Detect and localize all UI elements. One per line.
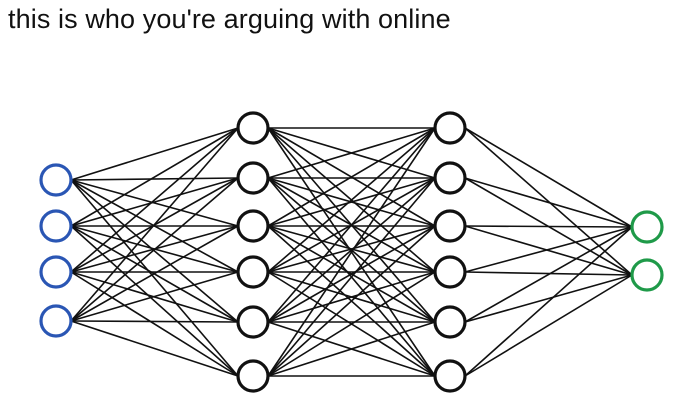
hidden-2-node <box>433 359 467 393</box>
connection-edge <box>70 320 239 377</box>
connection-edge <box>70 177 239 181</box>
hidden-1-node <box>236 209 270 243</box>
connection-edge <box>70 177 239 322</box>
connection-edge <box>70 225 239 377</box>
connection-edge <box>70 127 239 227</box>
hidden-1-node <box>236 305 270 339</box>
connection-edge <box>464 177 633 228</box>
hidden-2-node <box>433 209 467 243</box>
input-node <box>39 163 73 197</box>
input-node <box>39 304 73 338</box>
hidden-1-node <box>236 255 270 289</box>
connection-edge <box>70 271 239 377</box>
connection-edge <box>70 271 239 322</box>
connection-edge <box>70 179 239 377</box>
hidden-2-node <box>433 305 467 339</box>
output-node <box>630 258 664 292</box>
connection-edge <box>267 271 436 377</box>
connection-edge <box>70 179 239 323</box>
connection-edge <box>464 274 633 377</box>
connection-edge <box>70 225 239 322</box>
input-node <box>39 209 73 243</box>
network-edges <box>70 127 633 377</box>
hidden-2-node <box>433 255 467 289</box>
connection-edge <box>267 271 436 323</box>
connection-edge <box>267 127 436 179</box>
connection-edge <box>267 127 436 227</box>
connection-edge <box>70 177 239 227</box>
connection-edge <box>267 127 436 377</box>
connection-edge <box>464 225 633 228</box>
connection-edge <box>464 226 633 377</box>
connection-edge <box>464 271 633 276</box>
connection-edge <box>70 179 239 227</box>
connection-edge <box>70 127 239 273</box>
hidden-1-node <box>236 111 270 145</box>
hidden-2-node <box>433 111 467 145</box>
hidden-2-node <box>433 161 467 195</box>
connection-edge <box>70 127 239 322</box>
connection-edge <box>464 274 633 323</box>
hidden-1-node <box>236 161 270 195</box>
connection-edge <box>267 177 436 377</box>
connection-edge <box>267 127 436 273</box>
network-nodes <box>39 111 664 393</box>
connection-edge <box>464 127 633 228</box>
hidden-1-node <box>236 359 270 393</box>
connection-edge <box>267 225 436 377</box>
connection-edge <box>464 226 633 273</box>
input-node <box>39 255 73 289</box>
connection-edge <box>267 225 436 323</box>
connection-edge <box>70 127 239 181</box>
connection-edge <box>464 226 633 323</box>
connection-edge <box>267 127 436 323</box>
connection-edge <box>267 177 436 323</box>
connection-edge <box>464 225 633 276</box>
connection-edge <box>267 177 436 227</box>
output-node <box>630 210 664 244</box>
connection-edge <box>267 321 436 377</box>
meme-caption: this is who you're arguing with online <box>8 4 451 34</box>
connection-edge <box>464 127 633 276</box>
connection-edge <box>70 320 239 323</box>
